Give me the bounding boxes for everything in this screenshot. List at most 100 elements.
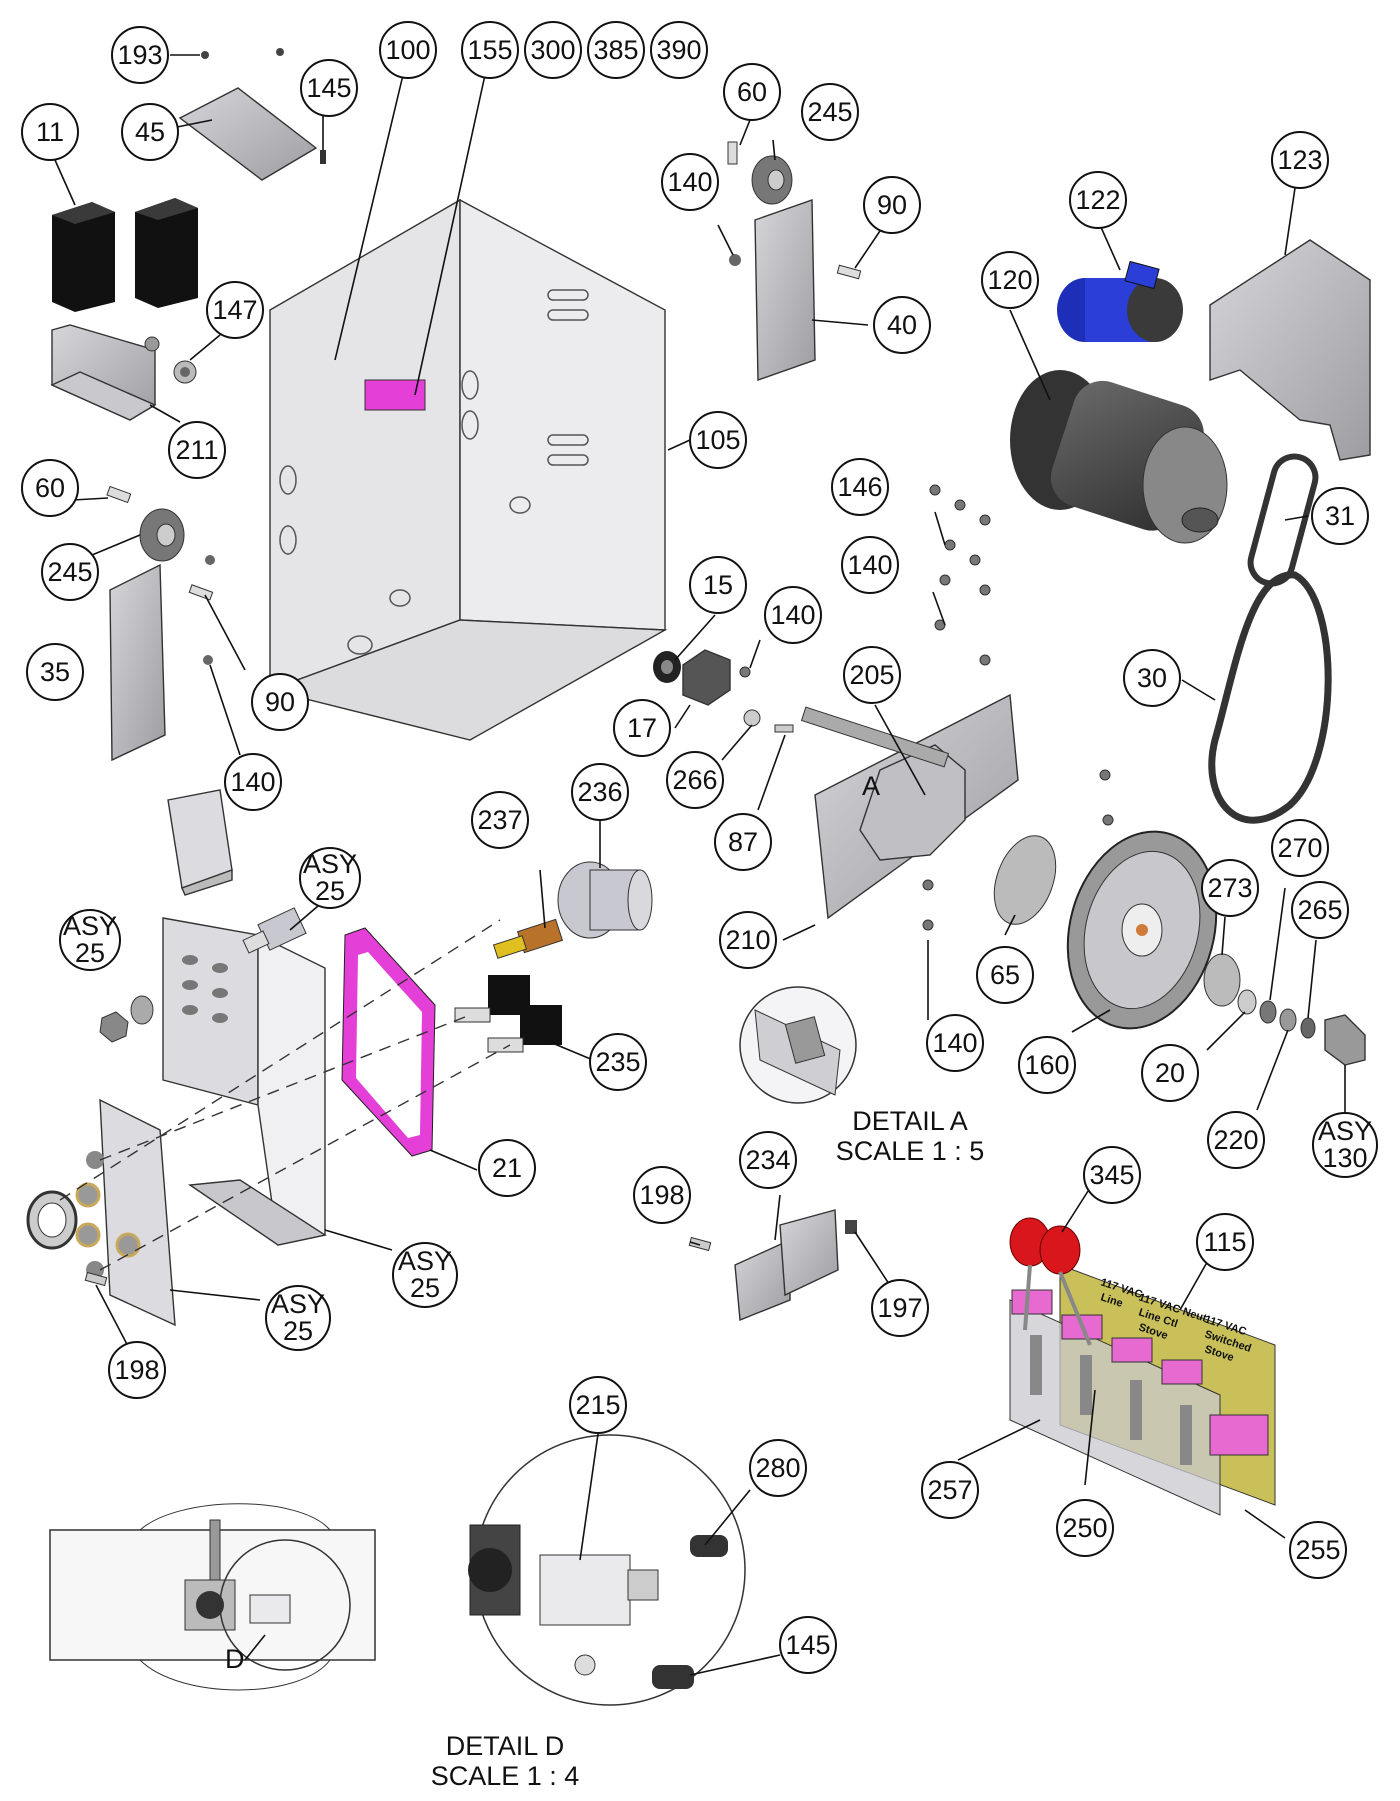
callout-105-text: 105: [695, 425, 740, 455]
callout-90-left-text: 90: [265, 687, 295, 717]
callout-235: 235: [589, 1033, 647, 1091]
callout-245-left-text: 245: [47, 557, 92, 587]
part-30-belt: [1208, 571, 1332, 824]
callout-145-top: 145: [300, 59, 358, 117]
part-245-pulley-left: [139, 508, 185, 562]
part-87-screw: [774, 724, 794, 733]
part-31-belt: [1247, 453, 1319, 587]
callout-asy130-text-1: ASY: [1318, 1116, 1372, 1146]
callout-140-flange: 140: [764, 586, 822, 644]
callout-140-flange-text: 140: [770, 600, 815, 630]
part-140-nut-right: [729, 254, 741, 266]
callout-198-right: 198: [633, 1166, 691, 1224]
assembly-dashed-lines: [59, 919, 511, 1271]
part-345-knobs: [1009, 1217, 1092, 1346]
callout-235-text: 235: [595, 1047, 640, 1077]
callout-21-text: 21: [492, 1153, 522, 1183]
part-236-component: [557, 861, 653, 939]
callout-280-text: 280: [755, 1453, 800, 1483]
part-235-switches: [454, 975, 562, 1053]
callout-211-text: 211: [175, 435, 218, 465]
callout-17-text: 17: [627, 713, 657, 743]
part-237-switch: [492, 918, 564, 959]
callout-155-text: 155: [467, 35, 512, 65]
callout-17: 17: [613, 699, 671, 757]
callout-100-text: 100: [385, 35, 430, 65]
callout-65-text: 65: [990, 960, 1020, 990]
callout-35-text: 35: [40, 657, 70, 687]
callout-asy130: ASY 130: [1312, 1112, 1378, 1178]
callout-245-left: 245: [41, 543, 99, 601]
callout-257: 257: [921, 1461, 979, 1519]
part-40-plate: [754, 199, 816, 381]
callout-385: 385: [587, 21, 645, 79]
part-160-pulley: [1066, 830, 1218, 1030]
callout-40-text: 40: [887, 310, 917, 340]
callout-140-right: 140: [661, 153, 719, 211]
part-140-nut: [739, 666, 751, 678]
part-197-screw: [845, 1220, 857, 1234]
callout-122-text: 122: [1075, 185, 1120, 215]
callout-123: 123: [1271, 131, 1329, 189]
callout-390-text: 390: [656, 35, 701, 65]
callout-120: 120: [981, 251, 1039, 309]
part-145-screw: [320, 150, 326, 164]
callout-197-text: 197: [877, 1293, 922, 1323]
callout-236: 236: [571, 763, 629, 821]
callout-asy25-upper-text-1: ASY: [303, 849, 357, 879]
detail-a-marker: A: [862, 771, 880, 801]
callout-220-text: 220: [1213, 1125, 1258, 1155]
part-205-gear-plate: [859, 744, 966, 861]
part-105-enclosure: [267, 198, 668, 741]
part-20-washer: [1237, 989, 1257, 1015]
callout-145-detail: 145: [779, 1616, 837, 1674]
part-193-screw: [201, 48, 284, 59]
callout-35: 35: [26, 643, 84, 701]
callout-45-text: 45: [135, 117, 165, 147]
callout-asy25-left-text-1: ASY: [63, 911, 117, 941]
part-220-washer: [1279, 1008, 1297, 1032]
part-60-pin-left: [106, 485, 132, 504]
callout-385-text: 385: [593, 35, 638, 65]
callout-237-text: 237: [477, 805, 522, 835]
callout-146: 146: [831, 458, 889, 516]
callout-100: 100: [379, 21, 437, 79]
part-273-washer: [1203, 953, 1241, 1007]
callout-145-top-text: 145: [306, 73, 351, 103]
callout-266: 266: [666, 751, 724, 809]
callout-115-text: 115: [1203, 1227, 1246, 1257]
part-270-washer: [1259, 1000, 1277, 1024]
callout-211: 211: [168, 421, 226, 479]
callout-215: 215: [569, 1376, 627, 1434]
callout-210: 210: [719, 911, 777, 969]
callout-160: 160: [1018, 1036, 1076, 1094]
callout-31: 31: [1311, 487, 1369, 545]
callout-asy25-panel-text-1: ASY: [271, 1289, 325, 1319]
callout-197: 197: [871, 1279, 929, 1337]
callout-273: 273: [1201, 859, 1259, 917]
part-asy25-box: [162, 917, 327, 1246]
callout-60-right-text: 60: [737, 77, 767, 107]
part-90-screw-right: [836, 264, 862, 280]
part-17-flange: [682, 649, 731, 706]
part-asy130-hub: [1324, 1014, 1366, 1066]
plan-view-detail-d-source: [49, 1503, 376, 1691]
leader-lines: [54, 54, 1346, 1676]
callout-255: 255: [1289, 1521, 1347, 1579]
callout-90-right: 90: [863, 176, 921, 234]
detail-a-scale: SCALE 1 : 5: [836, 1136, 985, 1166]
callout-65: 65: [976, 946, 1034, 1004]
part-35-plate: [109, 563, 166, 762]
callout-asy25-box-text-2: 25: [410, 1273, 440, 1303]
callout-45: 45: [121, 103, 179, 161]
callout-60-left: 60: [21, 459, 79, 517]
callout-120-text: 120: [987, 265, 1032, 295]
detail-a-view: [739, 986, 857, 1104]
callout-198-left: 198: [108, 1341, 166, 1399]
callout-300: 300: [524, 21, 582, 79]
callout-87-text: 87: [728, 827, 758, 857]
detail-d-title: DETAIL D: [446, 1731, 565, 1761]
callout-270: 270: [1271, 819, 1329, 877]
part-120-motor: [1010, 370, 1228, 544]
